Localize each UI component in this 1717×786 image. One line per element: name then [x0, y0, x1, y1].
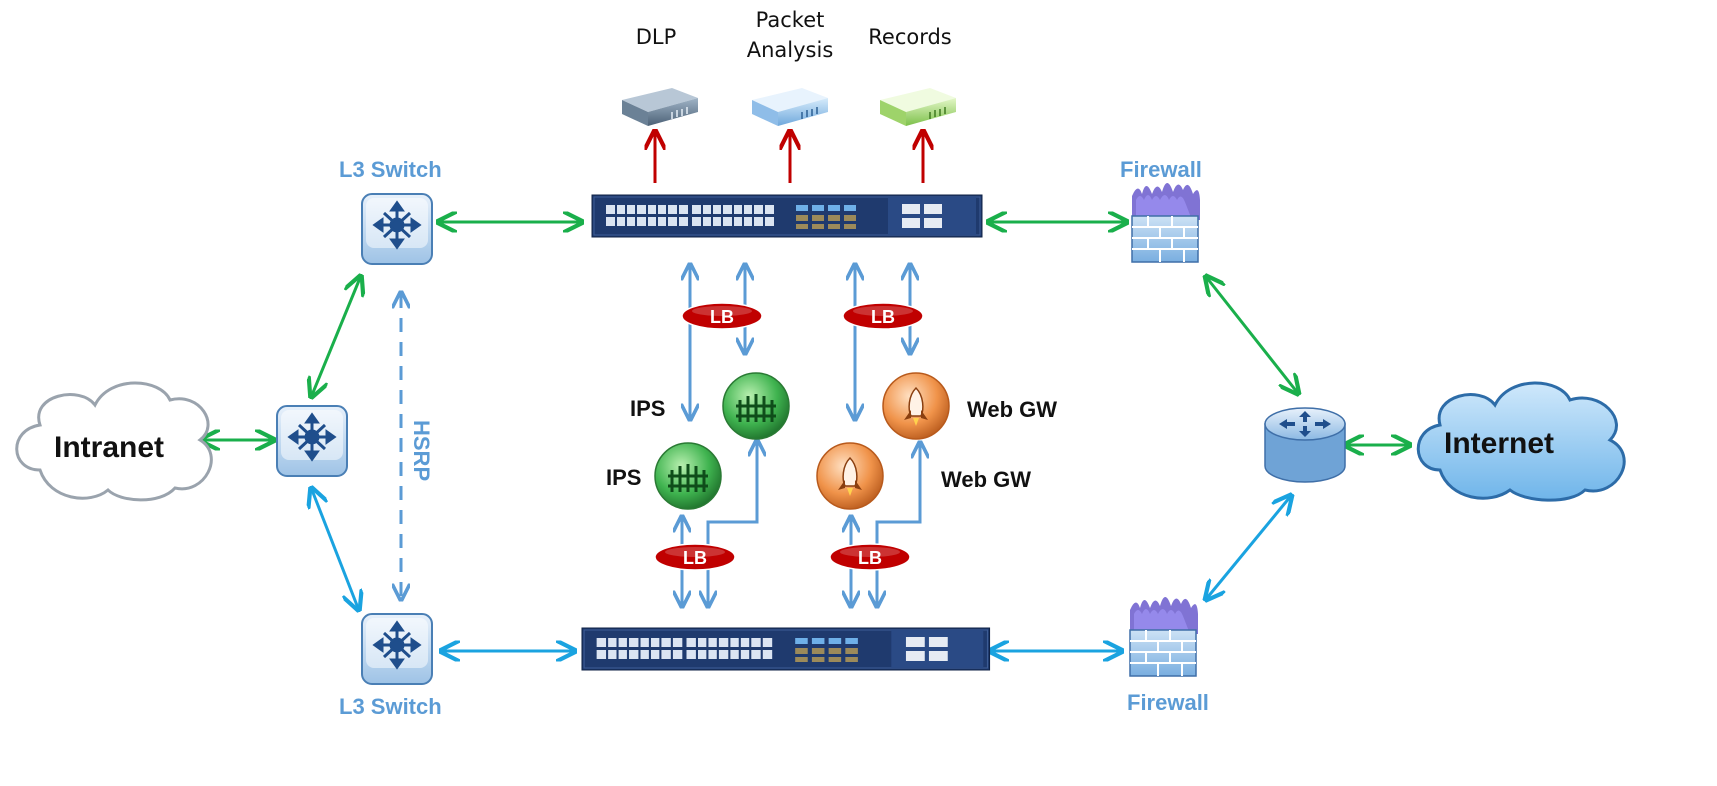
link-firewalltop-to-router	[1207, 278, 1297, 392]
firewall-bottom-label: Firewall	[1127, 690, 1209, 715]
inline-link	[875, 444, 920, 560]
intranet-label: Intranet	[54, 431, 165, 464]
intranet-cloud-icon	[15, 381, 213, 502]
dlp-label: DLP	[635, 25, 677, 49]
ips-upper-icon	[722, 372, 790, 440]
records-label: Records	[868, 25, 952, 49]
firewall-top-label: Firewall	[1120, 157, 1202, 182]
packet-analysis-appliance-icon	[752, 88, 828, 126]
web-gw-lower-icon	[816, 442, 884, 510]
link-core-to-l3bottom	[312, 490, 358, 608]
packet-analysis-label-line2: Analysis	[746, 38, 834, 62]
packet-broker-bottom	[580, 626, 991, 672]
svg-text:LB: LB	[858, 548, 882, 568]
inline-link	[706, 442, 757, 560]
internet-cloud-icon	[1416, 381, 1626, 502]
l3-switch-top-label: L3 Switch	[339, 157, 442, 182]
dlp-appliance-icon	[622, 88, 698, 126]
link-l3top-to-core	[312, 278, 360, 395]
svg-text:LB: LB	[683, 548, 707, 568]
lb-top-right: LB	[842, 302, 924, 330]
ips-lower-icon	[654, 442, 722, 510]
packet-broker-top	[591, 194, 983, 238]
svg-text:LB: LB	[871, 307, 895, 327]
firewall-top-icon	[1131, 182, 1201, 263]
hsrp-label: HSRP	[409, 420, 434, 482]
ips-lower-label: IPS	[606, 465, 642, 490]
lb-top-left: LB	[681, 302, 763, 330]
web-gw-upper-label: Web GW	[967, 397, 1058, 422]
l3-switch-top-icon	[360, 192, 434, 266]
internet-label: Internet	[1444, 427, 1555, 460]
records-appliance-icon	[880, 88, 956, 126]
web-gw-upper-icon	[882, 372, 950, 440]
web-gw-lower-label: Web GW	[941, 467, 1032, 492]
l3-switch-bottom-label: L3 Switch	[339, 694, 442, 719]
firewall-bottom-icon	[1129, 596, 1199, 677]
packet-analysis-label-line1: Packet	[755, 8, 825, 32]
lb-bottom-left: LB	[654, 543, 736, 571]
core-switch-icon	[275, 404, 349, 478]
router-icon	[1264, 407, 1346, 483]
packet-analysis-label: Packet Analysis	[738, 5, 842, 65]
l3-switch-bottom-icon	[360, 612, 434, 686]
ips-upper-label: IPS	[630, 396, 666, 421]
link-firewallbottom-to-router	[1207, 497, 1290, 598]
lb-bottom-right: LB	[829, 543, 911, 571]
svg-text:LB: LB	[710, 307, 734, 327]
